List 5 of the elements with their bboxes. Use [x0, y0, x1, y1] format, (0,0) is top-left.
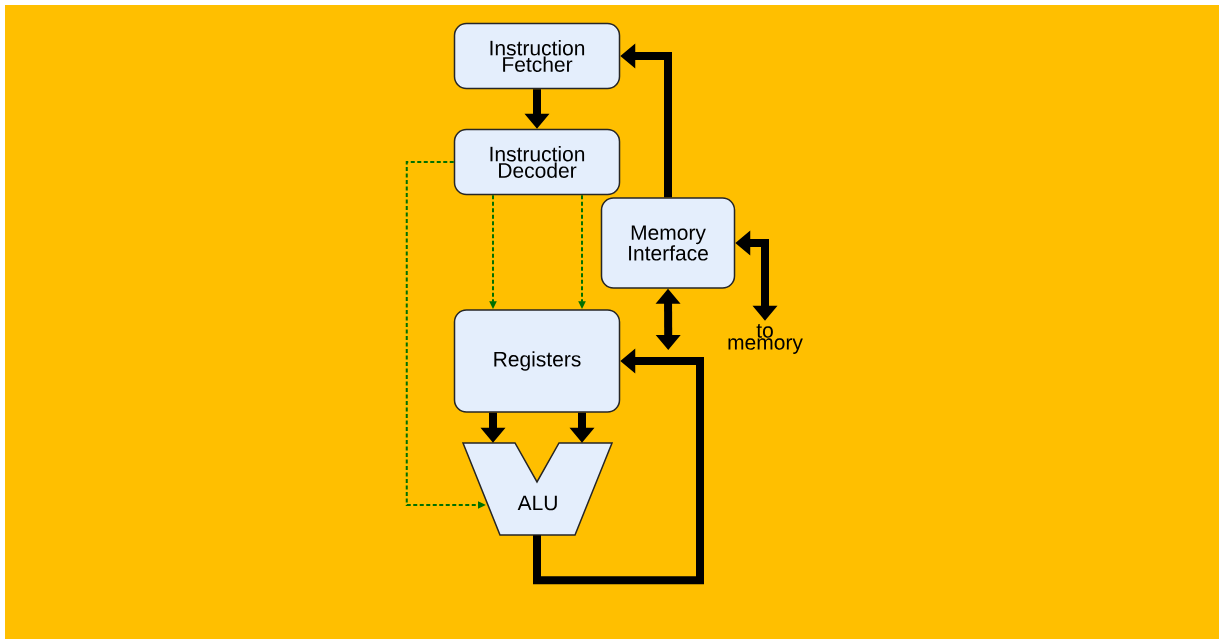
process-box: Registers	[453, 309, 621, 413]
process-box: Instruction Fetcher	[453, 22, 621, 90]
process-box: Memory Interface	[600, 197, 736, 289]
text-label: to memory	[728, 324, 803, 354]
process-box: Instruction Decoder	[453, 128, 621, 196]
